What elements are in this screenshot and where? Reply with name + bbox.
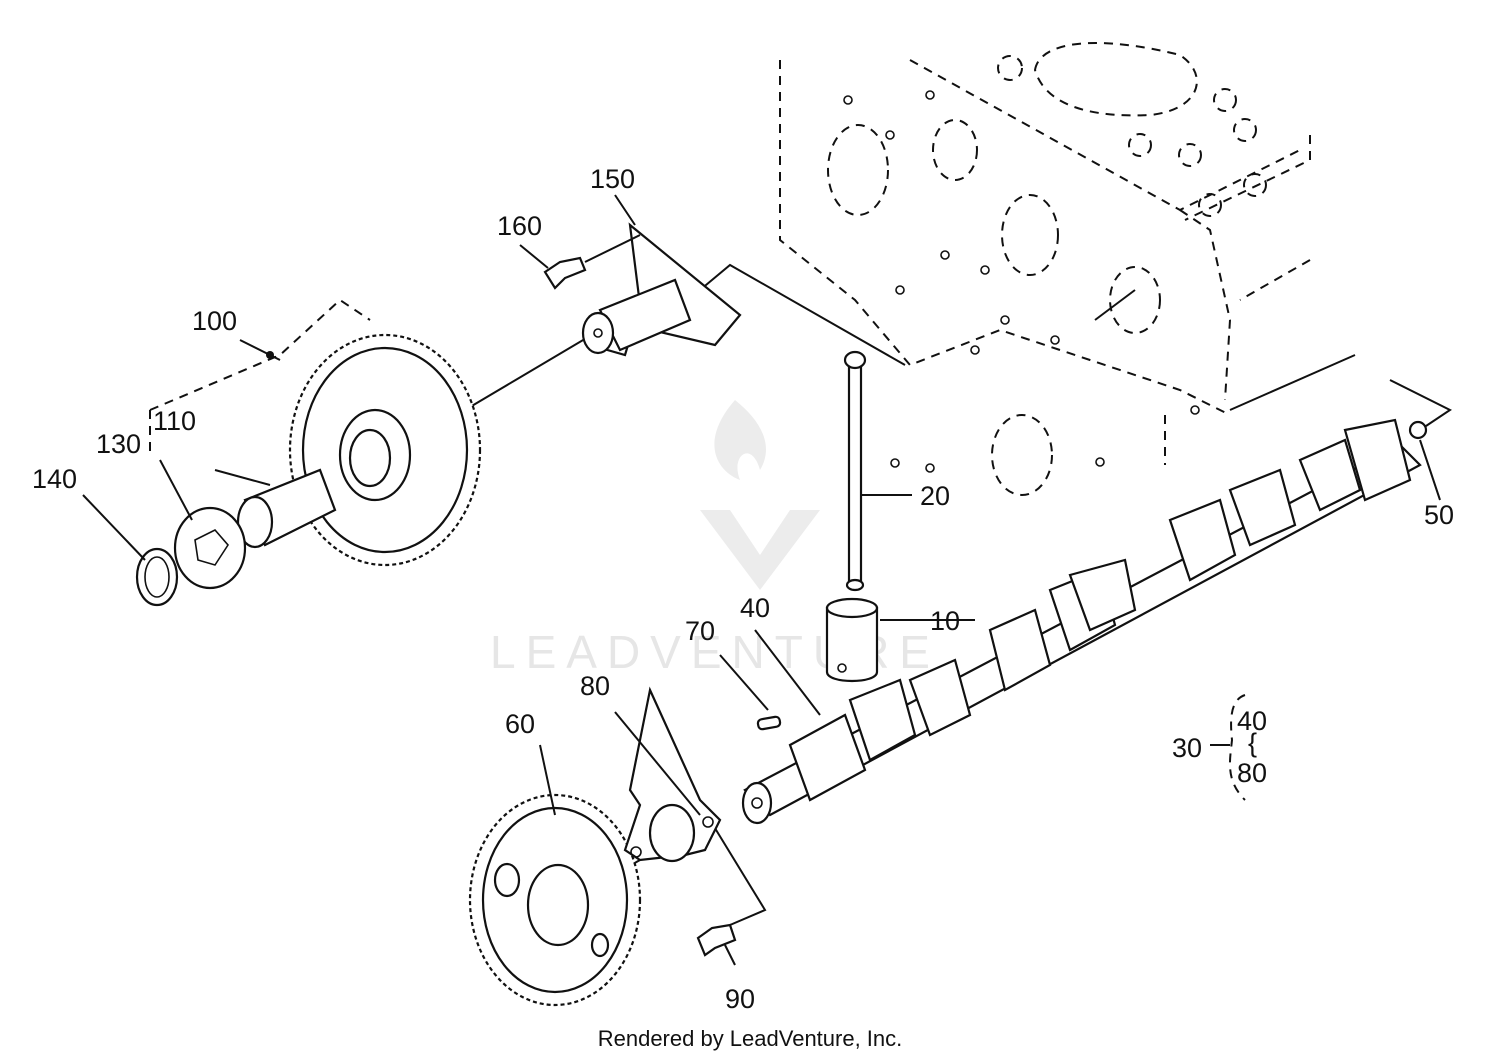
thrust-plate	[623, 686, 722, 863]
callout-leaders	[82, 194, 1441, 966]
callout-50: 50	[1424, 500, 1454, 530]
callout-labels: 10 20 40 50 60 70 80 90 100 110 130 140 …	[32, 164, 1454, 1014]
engine-block	[779, 42, 1311, 496]
assembly-parent: 30	[1172, 733, 1202, 763]
idle-gear-bushing	[236, 468, 337, 549]
assembly-note: 30 40 { 80	[1172, 694, 1267, 801]
footer-credit: Rendered by LeadVenture, Inc.	[597, 1026, 903, 1051]
callout-20: 20	[920, 481, 950, 511]
push-rod	[843, 350, 867, 592]
callout-150: 150	[590, 164, 635, 194]
callout-130: 130	[96, 429, 141, 459]
circlip	[135, 547, 179, 607]
callout-80: 80	[580, 671, 610, 701]
camshaft	[741, 418, 1428, 825]
callout-60: 60	[505, 709, 535, 739]
callout-110: 110	[153, 406, 196, 436]
callout-160: 160	[497, 211, 542, 241]
assembly-child-a: 40	[1237, 706, 1267, 736]
bolt-90	[696, 923, 737, 957]
callout-90: 90	[725, 984, 755, 1014]
callout-10: 10	[930, 606, 960, 636]
idle-gear-shaft	[581, 222, 742, 357]
callout-100: 100	[192, 306, 237, 336]
bolt-160	[543, 234, 641, 290]
cam-gear	[468, 793, 642, 1007]
thrust-collar	[173, 506, 247, 590]
assembly-brace: {	[1248, 728, 1257, 758]
idle-gear	[266, 333, 482, 567]
callout-140: 140	[32, 464, 77, 494]
assembly-child-b: 80	[1237, 758, 1267, 788]
callout-70: 70	[685, 616, 715, 646]
tappet	[825, 597, 879, 682]
callout-40: 40	[740, 593, 770, 623]
